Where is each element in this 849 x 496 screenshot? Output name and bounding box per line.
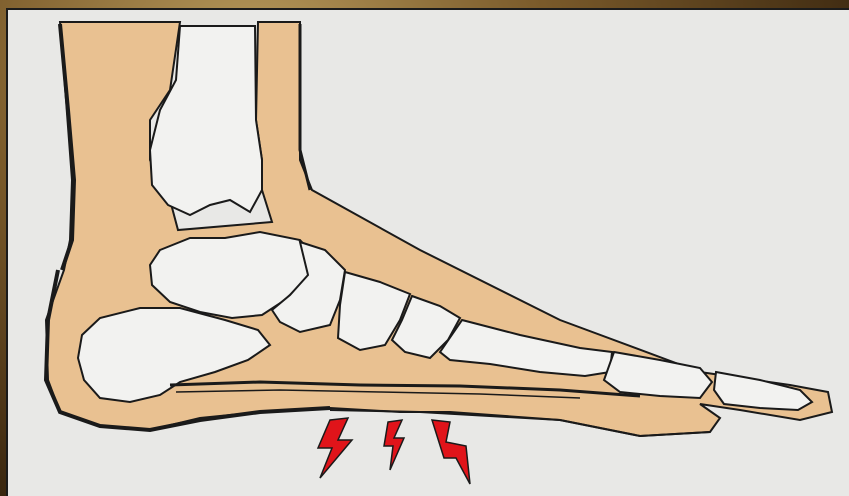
phalanx-bone-distal bbox=[714, 372, 812, 410]
lightning-bolt-icon bbox=[432, 420, 470, 484]
phalanx-bone-proximal bbox=[604, 352, 712, 398]
lightning-bolt-icon bbox=[318, 418, 352, 478]
lightning-bolt-icon bbox=[384, 420, 404, 470]
